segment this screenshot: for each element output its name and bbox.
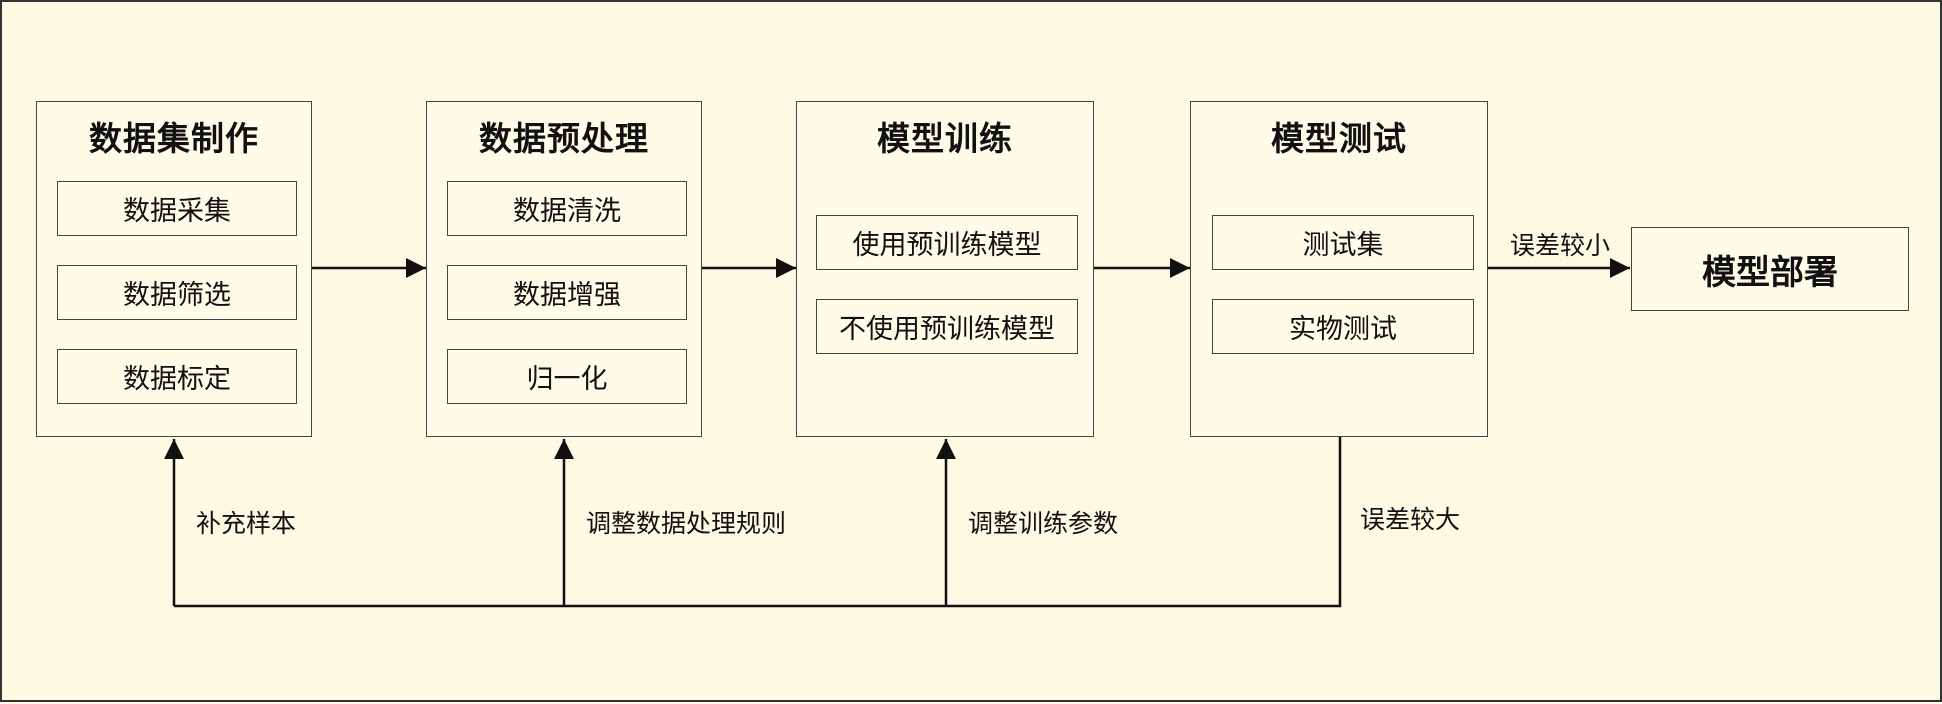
step-normalization: 归一化 [447, 349, 687, 404]
stage-title: 模型测试 [1271, 119, 1407, 158]
label-small-error: 误差较小 [1510, 231, 1611, 260]
step-data-cleaning: 数据清洗 [447, 181, 687, 236]
step-physical-test: 实物测试 [1212, 299, 1474, 354]
stage-title: 模型训练 [877, 119, 1013, 158]
label-adjust-rules: 调整数据处理规则 [586, 509, 787, 538]
label-adjust-params: 调整训练参数 [968, 509, 1119, 538]
step-data-labeling: 数据标定 [57, 349, 297, 404]
stage-preprocessing: 数据预处理 数据清洗 数据增强 归一化 [426, 101, 702, 437]
step-data-collection: 数据采集 [57, 181, 297, 236]
stage-model-training: 模型训练 使用预训练模型 不使用预训练模型 [796, 101, 1094, 437]
step-pretrained-model: 使用预训练模型 [816, 215, 1078, 270]
stage-dataset-creation: 数据集制作 数据采集 数据筛选 数据标定 [36, 101, 312, 437]
step-test-set: 测试集 [1212, 215, 1474, 270]
label-large-error: 误差较大 [1360, 505, 1461, 534]
stage-title: 数据集制作 [89, 119, 259, 158]
stage-title: 数据预处理 [479, 119, 649, 158]
step-data-filtering: 数据筛选 [57, 265, 297, 320]
step-data-augmentation: 数据增强 [447, 265, 687, 320]
step-no-pretrained-model: 不使用预训练模型 [816, 299, 1078, 354]
feedback-line [174, 437, 1342, 608]
stage-model-testing: 模型测试 测试集 实物测试 [1190, 101, 1488, 437]
stage-model-deploy: 模型部署 [1631, 227, 1909, 311]
label-add-samples: 补充样本 [196, 509, 297, 538]
